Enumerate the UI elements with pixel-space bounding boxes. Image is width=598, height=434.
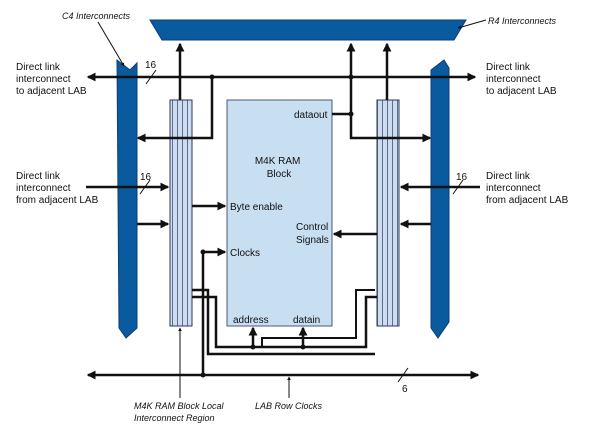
- local-interconnect-right: [376, 99, 400, 327]
- datain-label: datain: [293, 315, 320, 326]
- bus16-top-label: 16: [145, 60, 157, 71]
- bus16-left-slash: [139, 179, 151, 195]
- control-signals-label: Control Signals: [296, 222, 331, 246]
- bus6-label: 6: [402, 384, 408, 395]
- junction-rowclk: [200, 372, 206, 378]
- dataout-label: dataout: [294, 110, 328, 121]
- junction-datain: [300, 344, 306, 350]
- address-label: address: [233, 315, 269, 326]
- local-left-to-c4: [136, 77, 214, 143]
- local-right-up: [349, 114, 432, 143]
- clocks-label: Clocks: [230, 248, 260, 259]
- r4-interconnect-bar: [149, 19, 467, 41]
- c4-interconnect-left: [116, 58, 138, 339]
- datain-right-feed: [261, 289, 375, 347]
- c4-interconnect-right: [430, 59, 450, 339]
- bus6-slash: [397, 367, 409, 383]
- datain-feed: [192, 288, 375, 356]
- bus16-right-slash: [452, 179, 464, 195]
- block-title: M4K RAM Block: [255, 156, 303, 180]
- dl-in-left-label: Direct link interconnect from adjacent L…: [16, 171, 99, 206]
- bus16-top-slash: [145, 69, 157, 85]
- m4k-ram-block: [226, 99, 333, 327]
- dl-in-right-label: Direct link interconnect from adjacent L…: [486, 171, 569, 206]
- bus16-right-label: 16: [456, 172, 468, 183]
- dl-out-right-label: Direct link interconnect to adjacent LAB: [486, 62, 557, 97]
- row-clocks-label: LAB Row Clocks: [255, 401, 323, 411]
- r4-label: R4 Interconnects: [488, 16, 557, 26]
- dl-out-left-label: Direct link interconnect to adjacent LAB: [16, 62, 87, 97]
- local-interconnect-left: [169, 99, 193, 327]
- byte-enable-label: Byte enable: [230, 202, 283, 213]
- c4-pointer: [97, 21, 125, 67]
- r4-pointer: [457, 19, 487, 29]
- address-feed: [192, 295, 377, 349]
- bus16-left-label: 16: [140, 172, 152, 183]
- local-region-label: M4K RAM Block Local Interconnect Region: [134, 401, 226, 423]
- junction-address: [250, 344, 256, 350]
- c4-label: C4 Interconnects: [62, 11, 131, 21]
